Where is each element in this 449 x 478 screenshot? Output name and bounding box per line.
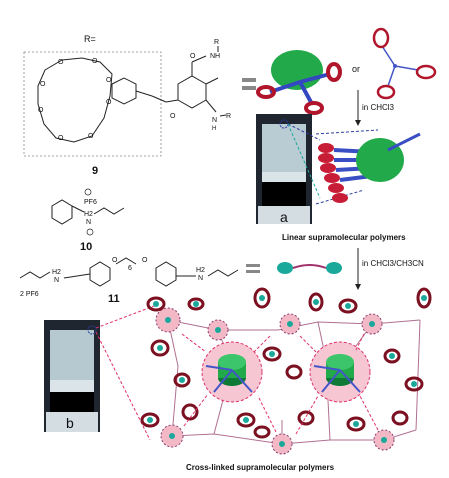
svg-text:H2: H2 <box>196 267 205 274</box>
compound-11-number: 11 <box>108 293 120 305</box>
h-bot-label: H <box>212 126 216 132</box>
svg-text:O: O <box>88 133 94 140</box>
in-mix-solvent-label: in CHCl3/CH3CN <box>362 259 424 268</box>
svg-text:O: O <box>112 257 118 264</box>
cross-linked-caption: Cross-linked supramolecular polymers <box>186 463 335 472</box>
chain-6-label: 6 <box>128 265 132 272</box>
svg-text:O: O <box>40 81 46 88</box>
svg-text:N: N <box>54 277 59 284</box>
r-bot-label: R <box>226 113 231 120</box>
r-equals-label: R= <box>84 34 96 44</box>
benzo-ring <box>111 77 137 105</box>
svg-text:O: O <box>106 77 112 84</box>
vial-b-letter: b <box>66 415 74 431</box>
vial-b: b <box>44 320 100 432</box>
compound-10-structure: PF6 H2 N 10 <box>51 188 125 253</box>
h2-label: H2 <box>84 211 93 218</box>
r-group-box <box>23 51 162 157</box>
two-pf6-label: 2 PF6 <box>20 291 39 298</box>
svg-text:O: O <box>38 107 44 114</box>
linear-polymer-zoom: Linear supramolecular polymers <box>282 129 421 242</box>
svg-text:N: N <box>198 275 203 282</box>
compound-10-number: 10 <box>80 241 92 253</box>
nh-top-label: NH <box>210 53 220 60</box>
plus-charge-icon <box>86 228 94 236</box>
linear-polymer-caption: Linear supramolecular polymers <box>282 233 406 242</box>
r-top-label: R <box>214 39 219 46</box>
vial-a: a <box>256 114 312 225</box>
svg-text:O: O <box>190 53 196 60</box>
aryl-ring-right <box>155 261 177 287</box>
benzyl-ring <box>51 199 73 225</box>
svg-text:O: O <box>142 257 148 264</box>
guest-cartoon-row: in CHCl3/CH3CN <box>246 248 424 290</box>
svg-text:H2: H2 <box>52 269 61 276</box>
isophthalamide-ring <box>177 75 207 109</box>
skeletal-alternative <box>372 27 437 100</box>
n-bot-label: N <box>212 117 217 124</box>
teal-bead-left <box>277 262 293 274</box>
crown-o1: O <box>58 59 64 66</box>
svg-text:O: O <box>170 113 176 120</box>
compound-9-structure: O O O O O O O O R= O NH R O N H R 9 <box>23 34 231 177</box>
n-atom-label: N <box>86 219 91 226</box>
minus-charge-icon <box>84 188 92 196</box>
svg-text:O: O <box>106 99 112 106</box>
svg-text:O: O <box>92 58 98 65</box>
compound-9-number: 9 <box>92 165 98 177</box>
compound-11-structure: H2 N 2 PF6 O 6 O H2 N 11 <box>19 257 239 305</box>
cross-linked-network: Cross-linked supramolecular polymers <box>140 287 432 472</box>
vial-a-letter: a <box>280 209 288 225</box>
teal-bead-right <box>326 262 342 274</box>
pf6-label: PF6 <box>84 199 97 206</box>
monomer-cartoon: or in CHCl3 <box>242 27 437 126</box>
in-chcl3-label: in CHCl3 <box>362 103 395 112</box>
or-label: or <box>352 64 360 74</box>
svg-text:O: O <box>58 135 64 142</box>
crown-ether-ring <box>37 57 113 143</box>
aryl-ring-left <box>89 261 111 287</box>
